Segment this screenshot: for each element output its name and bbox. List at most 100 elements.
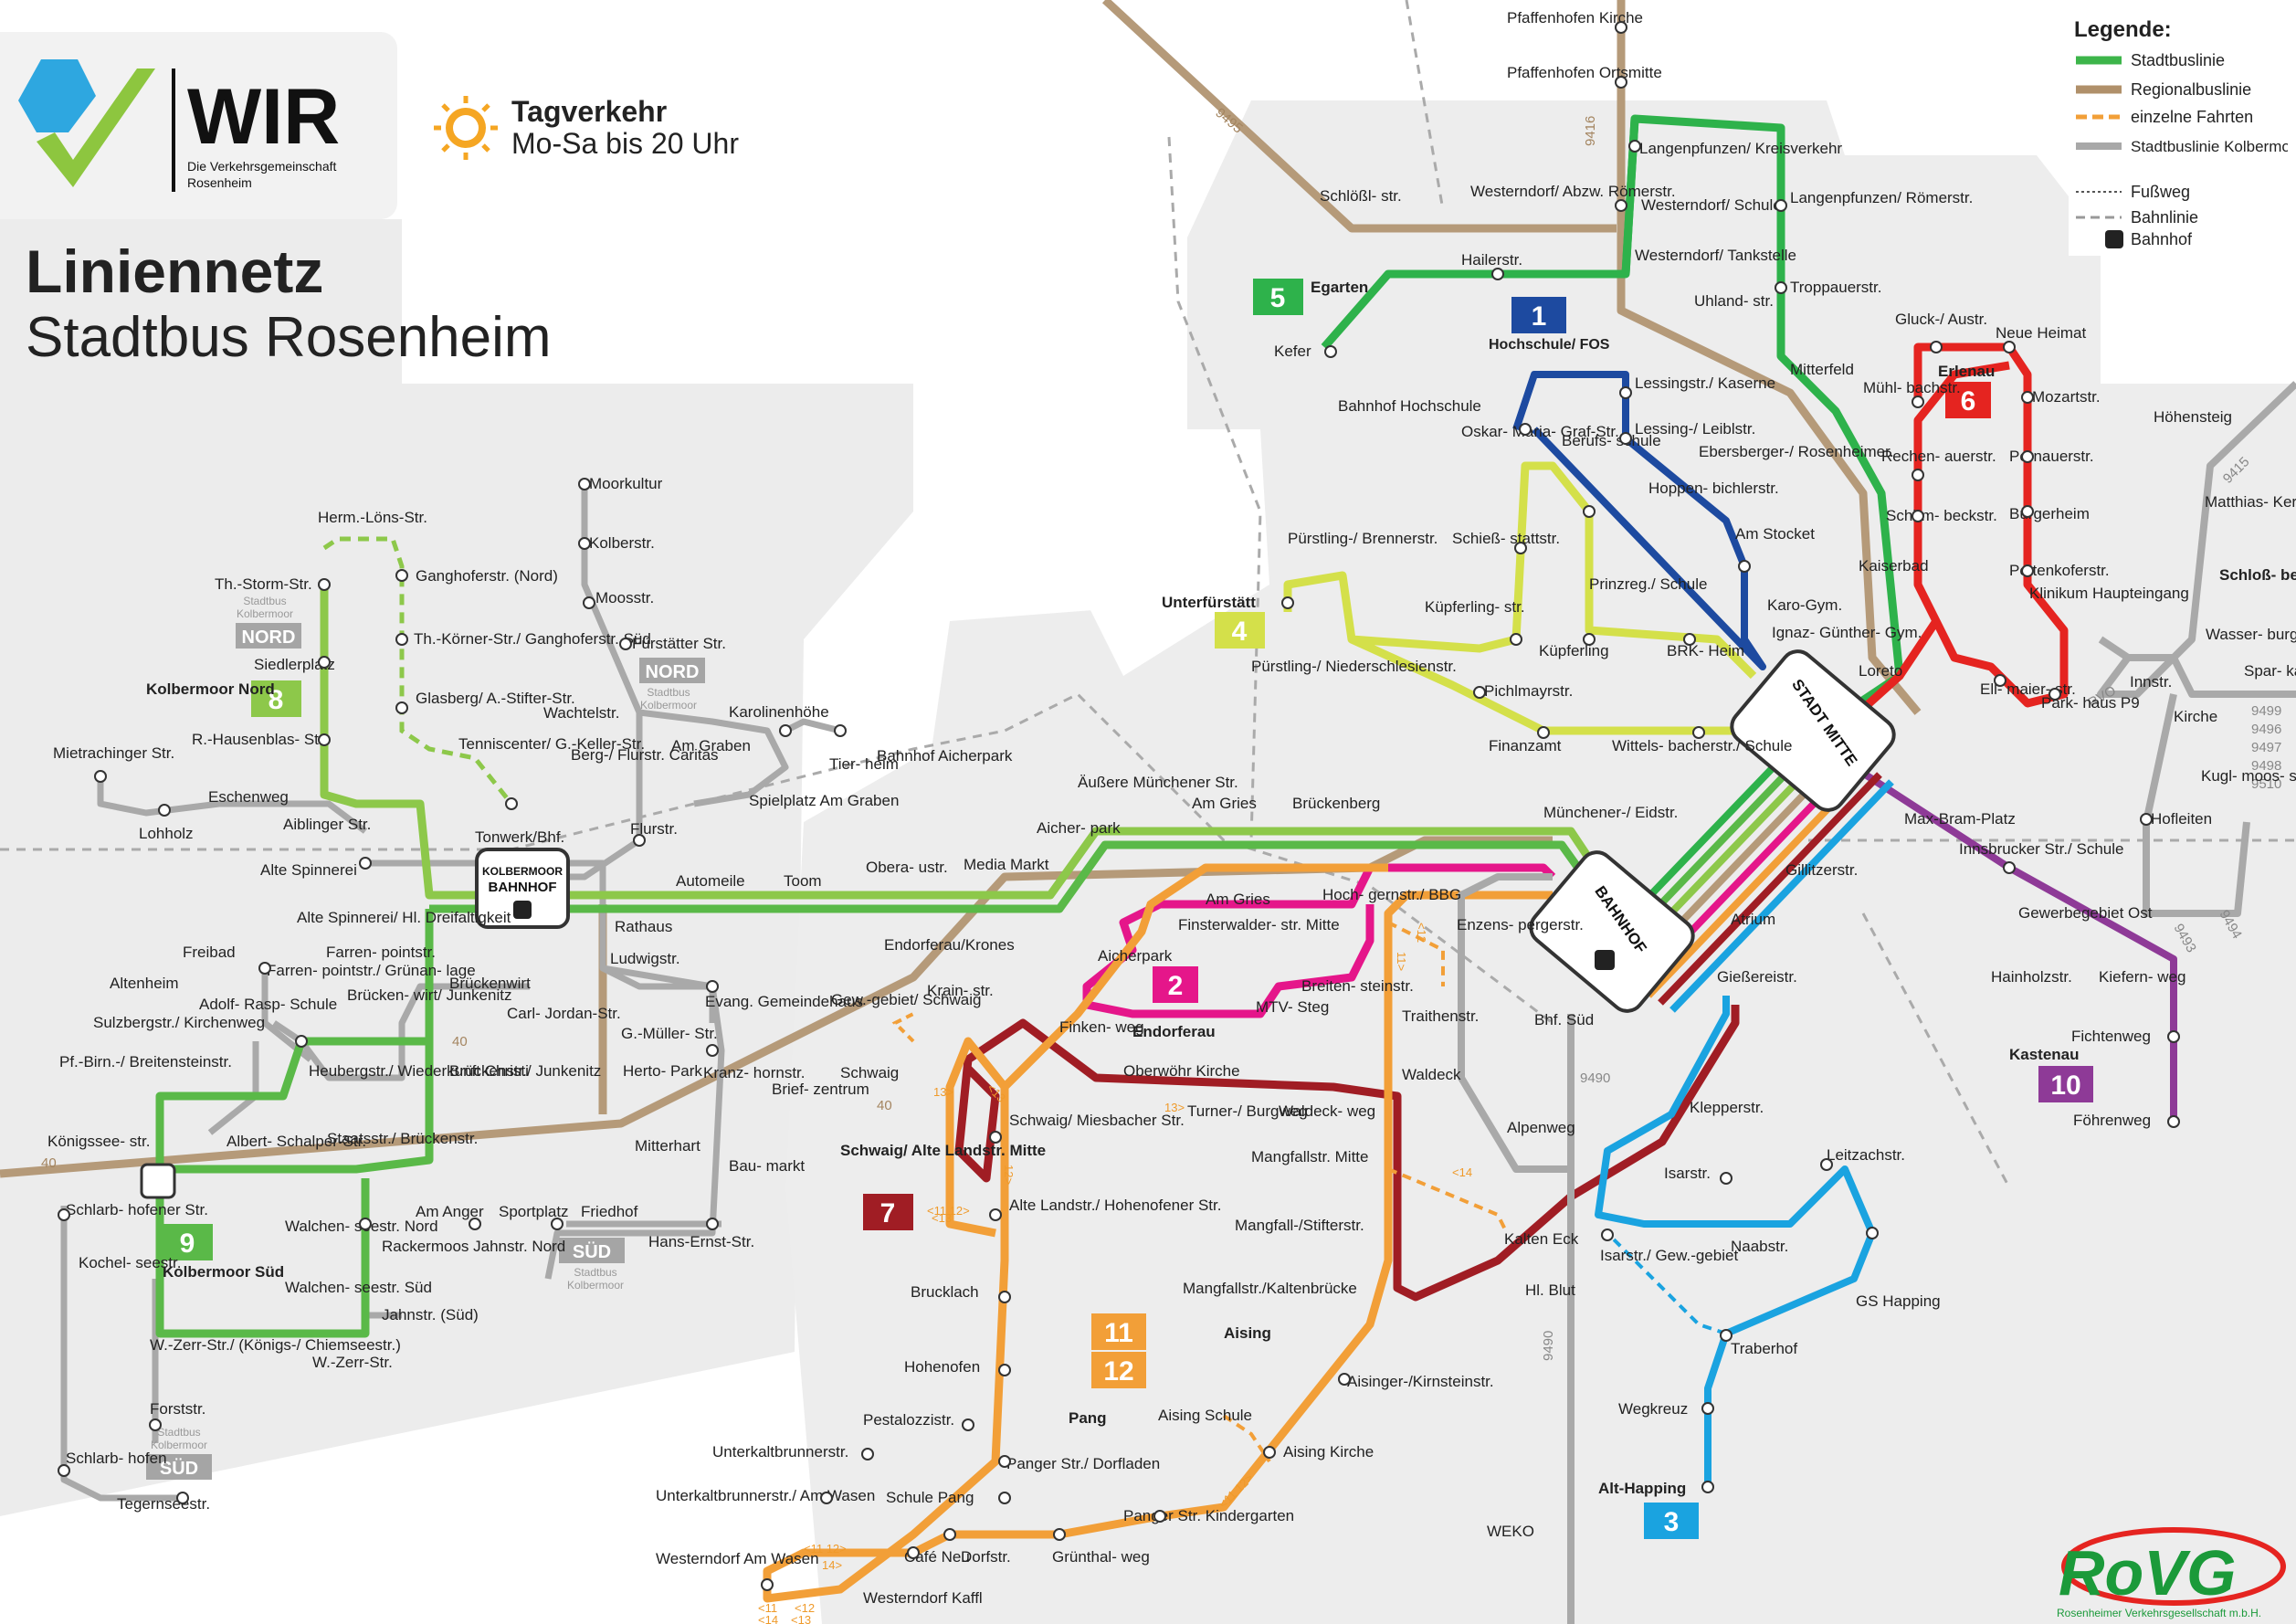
hub-kolbermoor[interactable]: KOLBERMOOR BAHNHOF: [475, 848, 570, 929]
line-1-path: [1512, 371, 1766, 670]
stop-label: Gießereistr.: [1717, 968, 1797, 986]
stop-label: Sportplatz: [499, 1203, 569, 1220]
badge-line-12[interactable]: [1091, 1352, 1146, 1388]
stop-label: Kaiserbad: [1859, 557, 1929, 575]
service-line-1: Tagverkehr: [511, 95, 667, 128]
stop-label: Hainholzstr.: [1991, 968, 2072, 986]
stop-label: Äußere Münchener Str.: [1078, 774, 1238, 791]
svg-text:11>: 11>: [1395, 952, 1408, 971]
stop-label: Tonwerk/Bhf.: [475, 828, 564, 846]
stop-label: Bhf. Süd: [1534, 1011, 1594, 1028]
badge-line-8[interactable]: [251, 680, 301, 717]
stop-label: Breiten- steinstr.: [1301, 977, 1414, 995]
badge-line-10[interactable]: [2038, 1066, 2093, 1102]
stop-label: Brückenstr./ Junkenitz: [449, 1062, 601, 1080]
hub-koenigssee[interactable]: [140, 1163, 176, 1199]
stop-label: Schlößl- str.: [1320, 187, 1402, 205]
hub-kolbermoor-label2: BAHNHOF: [489, 880, 557, 895]
svg-text:<14: <14: [758, 1613, 778, 1624]
stop-label: Wasser- burger Str.: [2206, 626, 2296, 643]
badge-line-6-label: 6: [1961, 386, 1976, 417]
badge-line-4[interactable]: [1215, 612, 1265, 649]
stop-label: Herm.-Löns-Str.: [318, 509, 427, 526]
title-line-1: Liniennetz: [26, 237, 323, 305]
stop-label: Neue Heimat: [1996, 324, 2086, 342]
svg-text:9416: 9416: [1583, 116, 1598, 146]
badge-line-2[interactable]: [1153, 966, 1198, 1003]
stop-label: Jahnstr. (Süd): [382, 1306, 479, 1323]
stop-label: Pestalozzistr.: [863, 1411, 954, 1429]
stop-label: Mangfallstr./Kaltenbrücke: [1183, 1280, 1357, 1297]
stop-label: Freibad: [183, 944, 236, 961]
stop-label: Bürgerheim: [2009, 505, 2090, 522]
stop-label: Mitterhart: [635, 1137, 700, 1155]
stop-label: Tegernseestr.: [117, 1495, 210, 1513]
stop-label: Oberwöhr Kirche: [1123, 1062, 1240, 1080]
stop-label: MTV- Steg: [1256, 998, 1329, 1016]
badge-line-5[interactable]: [1253, 279, 1303, 315]
svg-text:Kolbermoor: Kolbermoor: [567, 1279, 624, 1292]
terminal-endorferau: Endorferau: [1132, 1023, 1216, 1040]
legend-item-einzelne: einzelne Fahrten: [2076, 108, 2253, 126]
badge-line-6[interactable]: [1945, 382, 1991, 418]
svg-text:Stadtbus: Stadtbus: [647, 686, 690, 699]
badge-line-7-label: 7: [880, 1198, 896, 1229]
terminal-kolbermoor-sued: Kolbermoor Süd: [163, 1263, 284, 1281]
svg-text:<14: <14: [1452, 1165, 1472, 1179]
stop-label: Oskar- Maria- Graf-Str.: [1461, 423, 1619, 440]
stop-label: Max-Bram-Platz: [1904, 810, 2016, 828]
train-icon: [2105, 230, 2123, 248]
stop-label: Pettenkoferstr.: [2009, 562, 2110, 579]
stop-label: Loreto: [1859, 662, 1902, 680]
stop-label: Klinikum Haupteingang: [2029, 585, 2189, 602]
hub-stadtmitte[interactable]: STADT MITTE: [1725, 645, 1901, 817]
stop-label: BRK- Heim: [1667, 642, 1744, 659]
stop-label: Hoppen- bichlerstr.: [1648, 480, 1779, 497]
svg-text:Stadtbus: Stadtbus: [574, 1266, 616, 1279]
stop-label: Media Markt: [964, 856, 1049, 873]
stop-label: Aicher- park: [1037, 819, 1121, 837]
badge-line-4-label: 4: [1232, 617, 1248, 647]
logo-sub-2: Rosenheim: [187, 175, 252, 190]
badge-line-1[interactable]: [1511, 297, 1566, 333]
svg-text:Fußweg: Fußweg: [2131, 183, 2190, 201]
badge-line-7[interactable]: [863, 1194, 913, 1230]
badge-line-12-label: 12: [1103, 1356, 1133, 1387]
zone-sued-1: SÜD Stadtbus Kolbermoor: [559, 1238, 625, 1292]
stop-label: Spielplatz Am Graben: [749, 792, 899, 809]
stop-label: Am Gries: [1206, 891, 1270, 908]
line-badges: 1 2 3 4 5 6 7 8 9 10 11 12: [163, 279, 2093, 1539]
stop-label: Hohenofen: [904, 1358, 980, 1376]
stop-label: Schwaig/ Miesbacher Str.: [1009, 1112, 1185, 1129]
stop-label: Atrium: [1731, 911, 1775, 928]
stop-label: W.-Zerr-Str./ (Königs-/ Chiemseestr.): [150, 1336, 401, 1354]
stop-label: Mozartstr.: [2032, 388, 2101, 406]
svg-text:9510: 9510: [2251, 776, 2281, 792]
stop-label: Küpferling: [1539, 642, 1609, 659]
hub-bahnhof[interactable]: BAHNHOF: [1524, 846, 1700, 1018]
stop-label: Königssee- str.: [47, 1133, 150, 1150]
logo-sub-1: Die Verkehrsgemeinschaft: [187, 159, 337, 174]
stop-label: Hl. Blut: [1525, 1281, 1575, 1299]
line-3-dashed: [1606, 1231, 1727, 1335]
stop-label: Höhensteig: [2154, 408, 2232, 426]
badge-line-3[interactable]: [1644, 1503, 1699, 1539]
badge-line-9[interactable]: [163, 1224, 213, 1260]
stop-label: Alte Spinnerei/ Hl. Dreifaltigkeit: [297, 909, 511, 926]
legend: Legende: Stadtbuslinie Regionalbuslinie …: [2069, 9, 2296, 256]
badge-line-11[interactable]: [1091, 1313, 1146, 1350]
badge-line-1-label: 1: [1532, 301, 1547, 332]
svg-text:<11 12>: <11 12>: [804, 1542, 847, 1555]
line-8-dashed: [322, 536, 513, 806]
legend-item-bahnhof: Bahnhof: [2105, 230, 2193, 248]
logo-divider: [172, 69, 175, 192]
stop-label: Pf.-Birn.-/ Breitensteinstr.: [59, 1053, 232, 1070]
svg-text:14>: 14>: [822, 1558, 842, 1572]
stop-label: Finanzamt: [1489, 737, 1562, 754]
stop-label: Enzens- pergerstr.: [1457, 916, 1584, 933]
line-7-path: [954, 1005, 1740, 1302]
stop-label: R.-Hausenblas- Str.: [192, 731, 327, 748]
line-8-path: [320, 585, 1593, 900]
rovg-swoosh-icon: [2061, 1527, 2286, 1606]
terminal-erlenau: Erlenau: [1938, 363, 1995, 380]
